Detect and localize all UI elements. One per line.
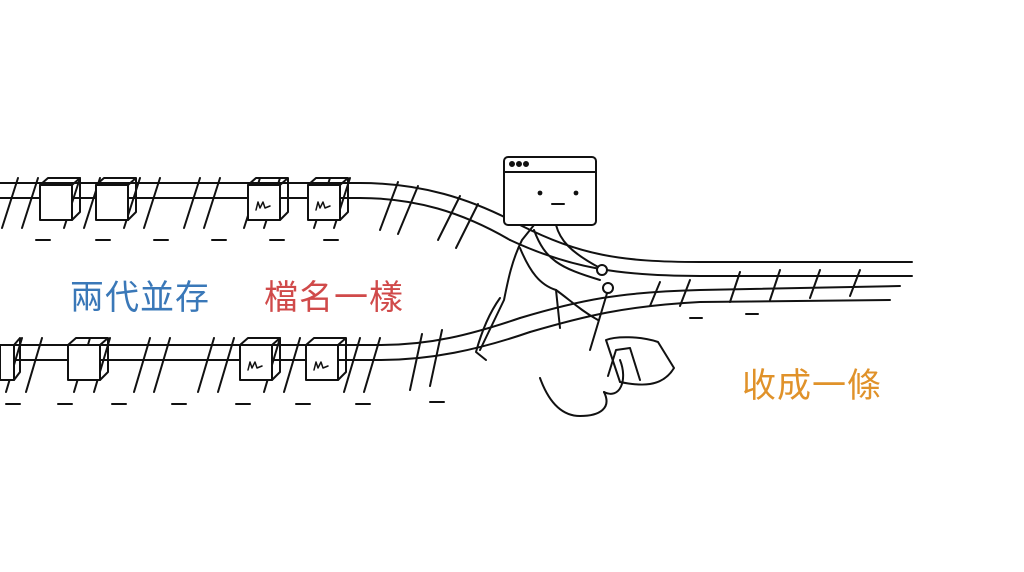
crate-marked-2 [307, 177, 349, 221]
merged-track [509, 224, 913, 333]
crate-marked-3 [239, 337, 281, 381]
label-coexist: 兩代並存 [70, 278, 210, 318]
label-same-name: 檔名一樣 [264, 278, 404, 318]
crate-1 [39, 177, 81, 221]
crate-marked-1 [247, 177, 289, 221]
character [475, 156, 614, 361]
crate-marked-4 [305, 337, 347, 381]
switch-lever [539, 289, 675, 417]
label-merge: 收成一條 [742, 366, 882, 406]
browser-window-head-icon [503, 156, 597, 226]
crate-4 [67, 337, 109, 381]
crate-3 [0, 337, 21, 381]
crate-2 [95, 177, 137, 221]
